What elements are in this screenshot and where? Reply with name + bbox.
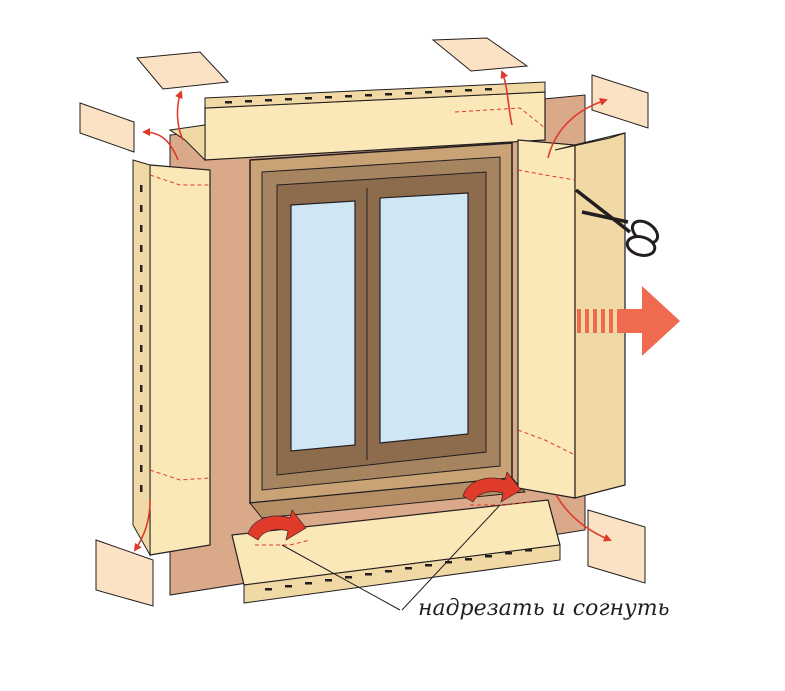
scrap-piece-top-right	[431, 37, 529, 72]
scrap-piece-bottom-right	[587, 509, 646, 584]
left-trim-nail-slots	[140, 185, 143, 492]
glass-pane-left	[290, 200, 356, 452]
left-trim-flange	[132, 159, 151, 557]
arrow-down-left	[133, 499, 151, 552]
scrap-piece-right	[591, 74, 649, 129]
move-right-arrow-icon	[577, 286, 680, 356]
window-sill	[249, 477, 527, 519]
left-trim-cut-line-top	[149, 174, 210, 186]
scissors-icon	[574, 188, 660, 257]
glass-pane-right	[379, 192, 469, 444]
arrow-right	[547, 98, 608, 159]
diagram-caption: надрезать и согнуть	[418, 596, 670, 621]
arrow-up-left	[175, 90, 184, 141]
bottom-trim-flange	[243, 544, 561, 604]
right-trim-face	[517, 139, 576, 499]
bend-arrow-left-icon	[247, 509, 307, 541]
bottom-trim-cut-line-right	[470, 501, 531, 506]
right-trim-top-channel	[554, 132, 626, 151]
bottom-trim-nail-slots	[265, 549, 532, 591]
arrow-left	[142, 128, 179, 161]
right-trim-cut-line-bottom	[517, 429, 576, 456]
top-trim-flange	[204, 81, 546, 109]
left-trim-cut-line-bottom	[149, 469, 211, 481]
right-trim-cut-line-top	[517, 169, 576, 181]
top-trim-nail-slots	[225, 88, 492, 104]
bottom-trim-cut-line-left	[255, 539, 311, 546]
arrow-down-right	[555, 494, 612, 542]
left-trim-face	[149, 164, 211, 556]
top-trim-cut-line	[454, 107, 546, 129]
arrow-up-right	[500, 70, 513, 126]
scrap-piece-top-left	[136, 51, 230, 90]
removal-arrows	[133, 70, 612, 552]
caption-leader-lines	[281, 504, 501, 611]
bend-arrow-right-icon	[462, 471, 522, 503]
top-trim-lip	[168, 124, 206, 162]
scrap-piece-left	[79, 102, 135, 153]
scrap-piece-bottom-left	[95, 539, 154, 607]
